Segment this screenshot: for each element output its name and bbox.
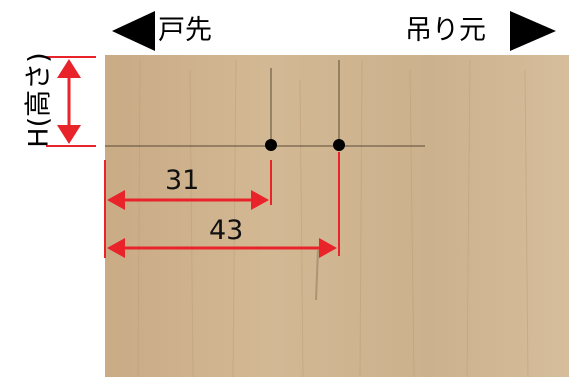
pencil-lines [105,60,425,147]
dimension-43-label: 43 [209,215,244,246]
direction-left-label: 戸先 [158,15,212,46]
marker-dot-43 [333,139,345,151]
dimension-31-arrow [104,160,272,258]
height-dimension [46,56,96,147]
dimension-31-label: 31 [165,165,200,196]
right-direction-arrow-icon [510,11,556,51]
marker-dot-31 [265,139,277,151]
direction-right-label: 吊り元 [405,15,486,46]
dimension-43-arrow [107,152,340,258]
wood-grain [137,59,529,377]
left-direction-arrow-icon [112,11,155,51]
height-label: H(高さ) [23,52,55,148]
wood-panel [105,55,569,377]
